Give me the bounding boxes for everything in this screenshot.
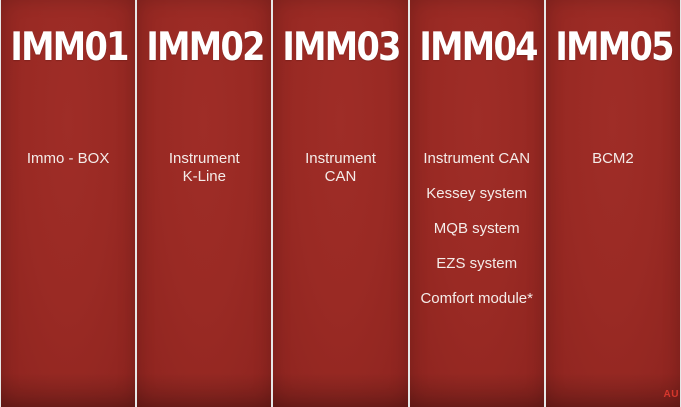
column-items: BCM2 <box>546 150 680 168</box>
column-item: Comfort module* <box>420 290 533 307</box>
column-item: Instrument CAN <box>423 150 531 167</box>
column-item: BCM2 <box>592 150 634 167</box>
column-imm05: IMM05 BCM2 <box>545 0 681 407</box>
column-item: EZS system <box>436 255 518 272</box>
column-title: IMM05 <box>555 25 674 70</box>
column-imm04: IMM04 Instrument CAN Kessey system MQB s… <box>409 0 544 407</box>
watermark-logo: AU <box>663 389 679 400</box>
column-items: Instrument CAN <box>273 150 407 186</box>
column-items: Immo - BOX <box>1 150 135 168</box>
column-title: IMM02 <box>146 25 266 70</box>
column-item: MQB system <box>433 220 520 237</box>
column-items: Instrument K-Line <box>137 150 271 186</box>
column-item: Instrument K-Line <box>168 150 240 185</box>
column-title: IMM01 <box>10 25 129 70</box>
column-item: Instrument CAN <box>305 150 376 185</box>
column-item: Kessey system <box>426 185 528 202</box>
column-imm03: IMM03 Instrument CAN <box>273 0 408 407</box>
column-imm02: IMM02 Instrument K-Line <box>137 0 272 407</box>
column-item: Immo - BOX <box>26 150 110 167</box>
column-imm01: IMM01 Immo - BOX <box>1 0 136 407</box>
column-title: IMM03 <box>282 25 402 70</box>
column-items: Instrument CAN Kessey system MQB system … <box>410 150 544 308</box>
column-title: IMM04 <box>419 25 538 70</box>
